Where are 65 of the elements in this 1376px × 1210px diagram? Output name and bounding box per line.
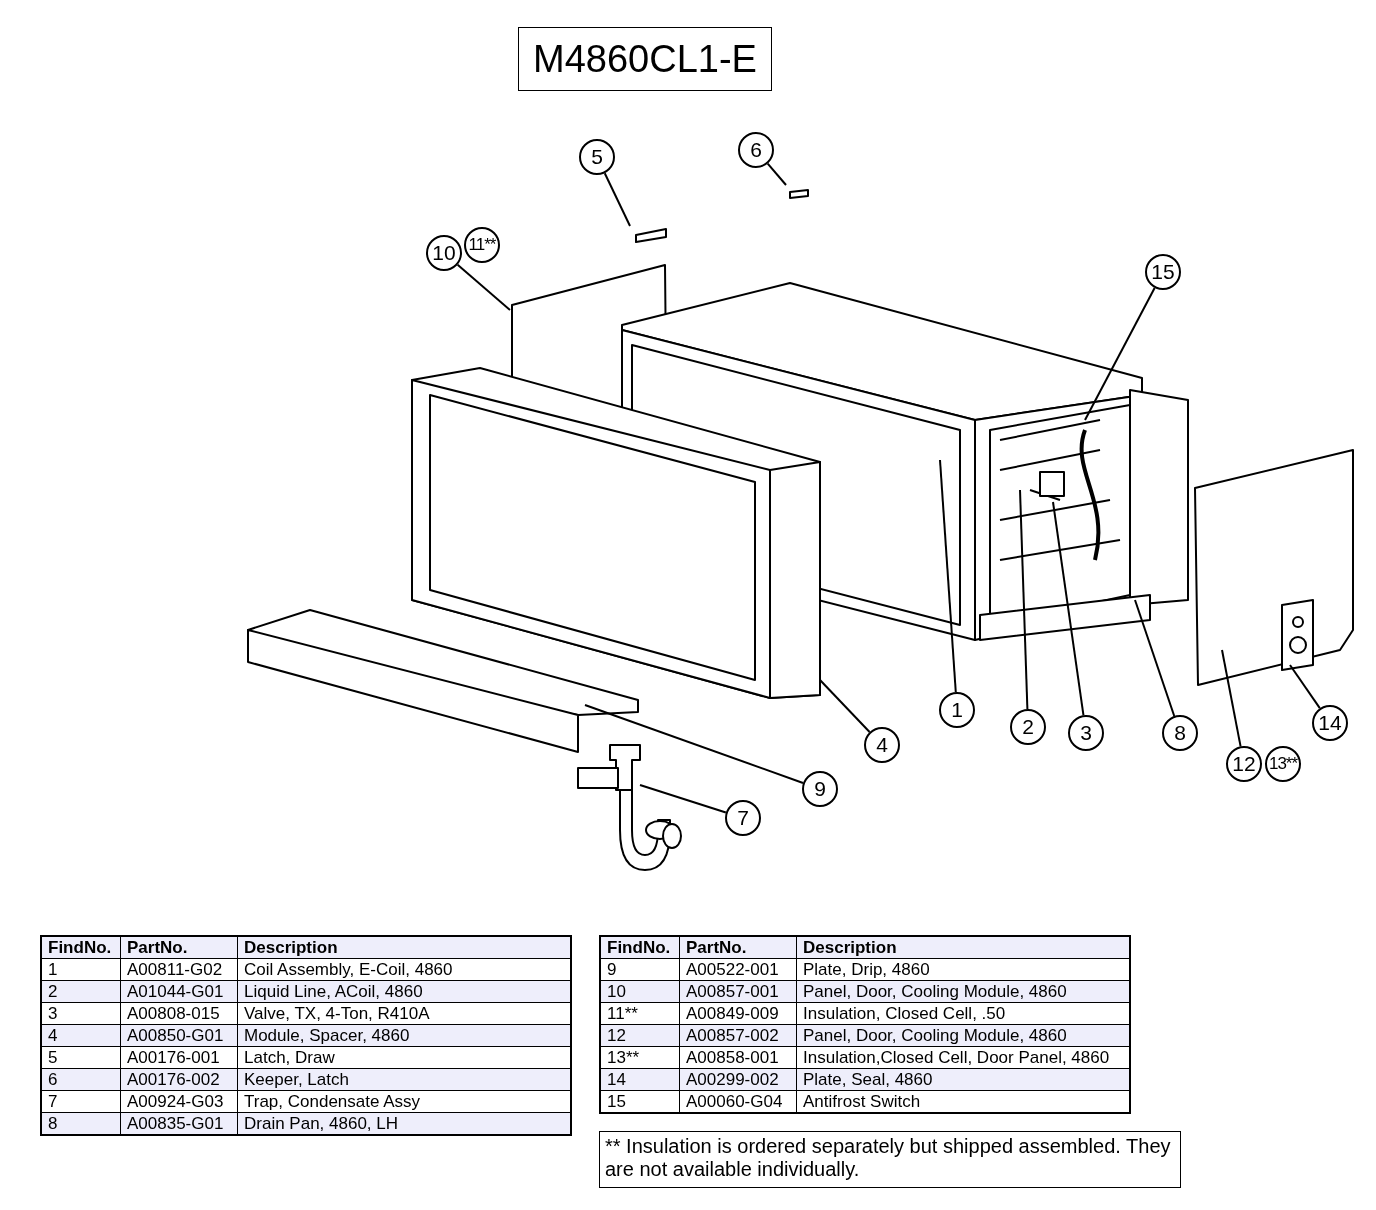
callout-number: 2 bbox=[1010, 709, 1046, 745]
table-cell: A00811-G02 bbox=[120, 958, 238, 981]
callout-number: 13** bbox=[1265, 746, 1301, 782]
table-cell: 3 bbox=[41, 1002, 121, 1025]
callout-number: 8 bbox=[1162, 715, 1198, 751]
table-cell: A00849-009 bbox=[679, 1002, 797, 1025]
table-cell: Panel, Door, Cooling Module, 4860 bbox=[796, 1024, 1130, 1047]
table-cell: 6 bbox=[41, 1068, 121, 1091]
leader-line bbox=[1289, 664, 1321, 710]
callout-number: 7 bbox=[725, 800, 761, 836]
table-cell: Module, Spacer, 4860 bbox=[237, 1024, 571, 1047]
leader-line bbox=[766, 162, 787, 186]
table-cell: 7 bbox=[41, 1090, 121, 1113]
table-cell: A00808-015 bbox=[120, 1002, 238, 1025]
column-header: FindNo. bbox=[41, 936, 121, 959]
leader-line bbox=[584, 704, 805, 784]
table-cell: Plate, Seal, 4860 bbox=[796, 1068, 1130, 1091]
leader-line bbox=[1084, 286, 1156, 421]
table-cell: Drain Pan, 4860, LH bbox=[237, 1112, 571, 1135]
leader-line bbox=[1019, 489, 1029, 710]
table-cell: A00835-G01 bbox=[120, 1112, 238, 1135]
table-cell: A00858-001 bbox=[679, 1046, 797, 1069]
callout-number: 3 bbox=[1068, 715, 1104, 751]
table-cell: Liquid Line, ACoil, 4860 bbox=[237, 980, 571, 1003]
table-cell: A00522-001 bbox=[679, 958, 797, 981]
leader-line bbox=[639, 784, 727, 814]
table-cell: 9 bbox=[600, 958, 680, 981]
column-header: PartNo. bbox=[679, 936, 797, 959]
table-cell: 5 bbox=[41, 1046, 121, 1069]
leader-line bbox=[456, 263, 511, 311]
table-cell: 13** bbox=[600, 1046, 680, 1069]
footnote: ** Insulation is ordered separately but shipped assembled. They are not available individually. bbox=[599, 1131, 1181, 1188]
callout-number: 5 bbox=[579, 139, 615, 175]
callout-number: 15 bbox=[1145, 254, 1181, 290]
table-cell: 2 bbox=[41, 980, 121, 1003]
leader-line bbox=[819, 679, 871, 733]
callout-number: 10 bbox=[426, 235, 462, 271]
callout-number: 1 bbox=[939, 692, 975, 728]
leader-line bbox=[1221, 649, 1242, 748]
table-cell: 12 bbox=[600, 1024, 680, 1047]
table-cell: 8 bbox=[41, 1112, 121, 1135]
column-header: Description bbox=[237, 936, 571, 959]
column-header: PartNo. bbox=[120, 936, 238, 959]
table-cell: 4 bbox=[41, 1024, 121, 1047]
table-cell: A00176-001 bbox=[120, 1046, 238, 1069]
table-cell: A00924-G03 bbox=[120, 1090, 238, 1113]
table-cell: Keeper, Latch bbox=[237, 1068, 571, 1091]
callout-number: 9 bbox=[802, 771, 838, 807]
table-cell: 1 bbox=[41, 958, 121, 981]
column-header: FindNo. bbox=[600, 936, 680, 959]
table-cell: 10 bbox=[600, 980, 680, 1003]
leader-line bbox=[1134, 599, 1176, 717]
leader-line bbox=[939, 459, 957, 694]
table-cell: 14 bbox=[600, 1068, 680, 1091]
table-cell: 11** bbox=[600, 1002, 680, 1025]
callout-number: 4 bbox=[864, 727, 900, 763]
column-header: Description bbox=[796, 936, 1130, 959]
callout-number: 14 bbox=[1312, 705, 1348, 741]
callout-number: 11** bbox=[464, 227, 500, 263]
leader-line bbox=[1052, 501, 1085, 717]
table-cell: Panel, Door, Cooling Module, 4860 bbox=[796, 980, 1130, 1003]
title: M4860CL1-E bbox=[518, 27, 772, 91]
callout-number: 12 bbox=[1226, 746, 1262, 782]
callout-number: 6 bbox=[738, 132, 774, 168]
leader-line bbox=[603, 172, 631, 227]
